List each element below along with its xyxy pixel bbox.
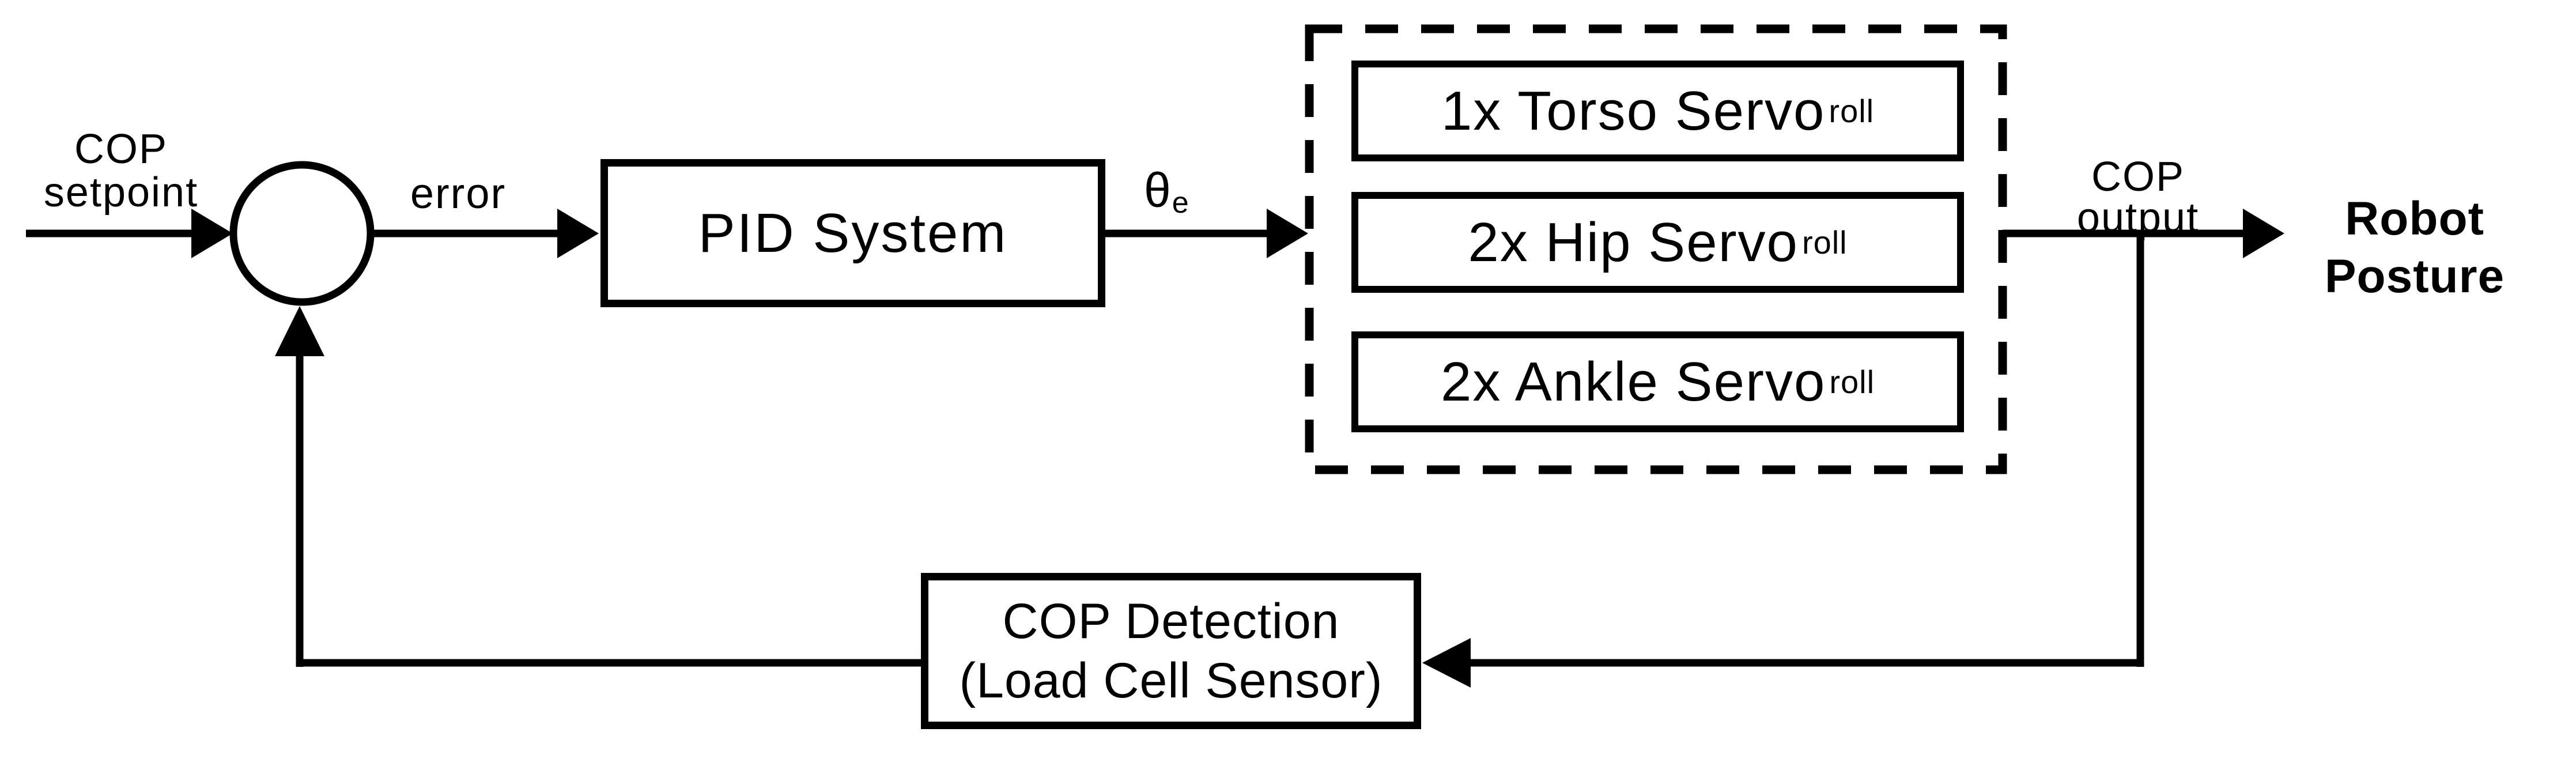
error-label-text: error xyxy=(410,169,507,217)
torso-servo-subscript: roll xyxy=(1829,93,1875,129)
cop-detection-line2: (Load Cell Sensor) xyxy=(959,652,1383,708)
ankle-servo-label: 2x Ankle Servo xyxy=(1440,350,1826,413)
cop-setpoint-line2: setpoint xyxy=(43,169,199,216)
error-arrowhead-icon xyxy=(557,209,599,258)
hip-servo-subscript: roll xyxy=(1801,224,1848,261)
output-arrowhead-icon xyxy=(2243,209,2284,258)
cop-setpoint-label: COP setpoint xyxy=(0,128,242,214)
ankle-servo-subscript: roll xyxy=(1829,364,1875,400)
robot-posture-line1: Robot xyxy=(2345,193,2484,245)
torso-servo-label: 1x Torso Servo xyxy=(1441,80,1826,142)
error-label: error xyxy=(372,172,545,216)
robot-posture-line2: Posture xyxy=(2324,250,2505,303)
cop-output-line1: COP xyxy=(2091,154,2185,200)
feedback-up-arrowhead-icon xyxy=(275,306,324,356)
robot-posture-label: Robot Posture xyxy=(2279,190,2550,305)
summing-junction xyxy=(229,161,375,306)
theta-main: θ xyxy=(1144,163,1172,217)
hip-servo-label: 2x Hip Servo xyxy=(1468,211,1799,273)
servo-group-outline xyxy=(1305,24,2007,474)
setpoint-arrowhead-icon xyxy=(191,209,233,258)
theta-subscript: e xyxy=(1172,186,1189,220)
feedback-arrowhead-icon xyxy=(1422,638,1471,688)
pid-system-block: PID System xyxy=(600,159,1105,307)
cop-output-label: COP output xyxy=(2023,154,2253,241)
pid-system-label: PID System xyxy=(698,202,1008,264)
theta-arrowhead-icon xyxy=(1267,209,1308,258)
theta-e-label: θe xyxy=(1144,165,1236,228)
cop-output-line2: output xyxy=(2076,195,2200,241)
cop-setpoint-line1: COP xyxy=(74,126,168,172)
cop-detection-block: COP Detection (Load Cell Sensor) xyxy=(921,573,1421,729)
cop-detection-line1: COP Detection xyxy=(1002,593,1340,649)
